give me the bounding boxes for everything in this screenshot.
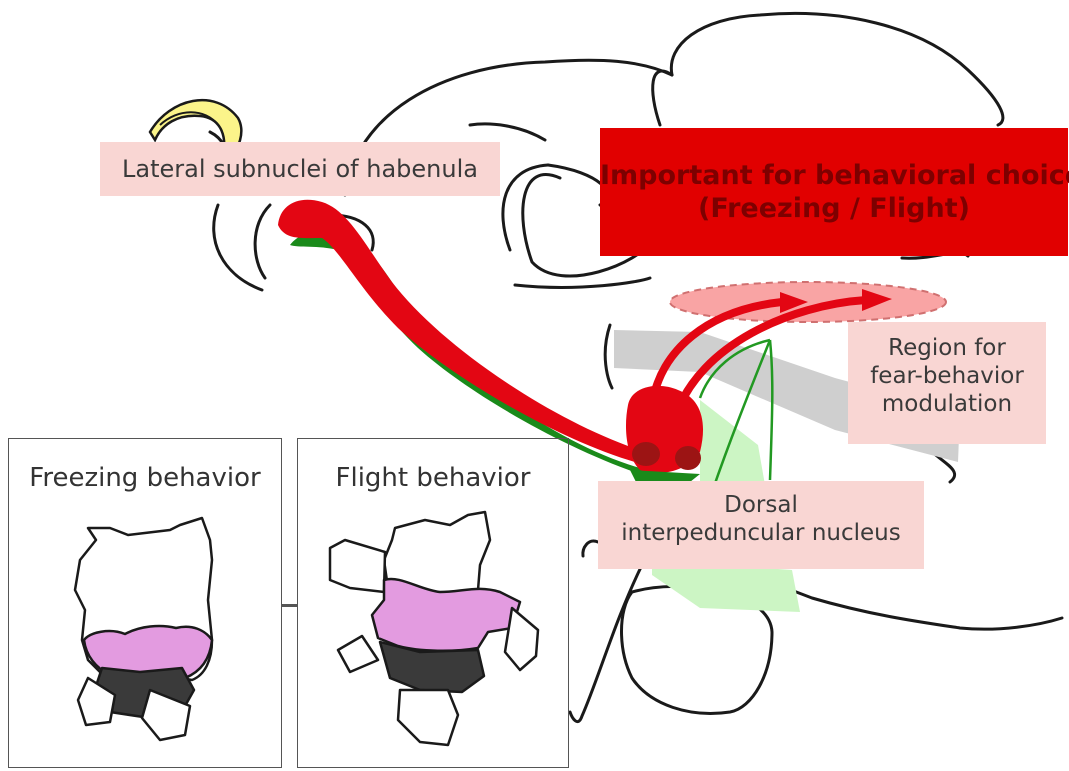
fear-region-line3: modulation	[848, 390, 1046, 418]
dorsal-ipn-line1: Dorsal	[598, 491, 924, 519]
fear-region-label: Region for fear-behavior modulation	[848, 322, 1046, 444]
habenula-pathway	[278, 200, 652, 478]
fear-region-line2: fear-behavior	[848, 362, 1046, 390]
dorsal-ipn-label: Dorsal interpeduncular nucleus	[598, 481, 924, 569]
freezing-behavior-title: Freezing behavior	[9, 463, 281, 493]
habenula-label: Lateral subnuclei of habenula	[100, 142, 500, 196]
dorsal-ipn-line2: interpeduncular nucleus	[598, 519, 924, 547]
flight-behavior-panel: Flight behavior	[297, 438, 569, 768]
flight-behavior-title: Flight behavior	[298, 463, 568, 493]
panel-connector	[282, 604, 297, 607]
behavioral-choice-line1: Important for behavioral choice	[600, 160, 1068, 193]
freezing-behavior-panel: Freezing behavior	[8, 438, 282, 768]
fear-region-line1: Region for	[848, 334, 1046, 362]
behavioral-choice-line2: (Freezing / Flight)	[600, 193, 1068, 226]
behavioral-choice-box: Important for behavioral choice (Freezin…	[600, 128, 1068, 256]
